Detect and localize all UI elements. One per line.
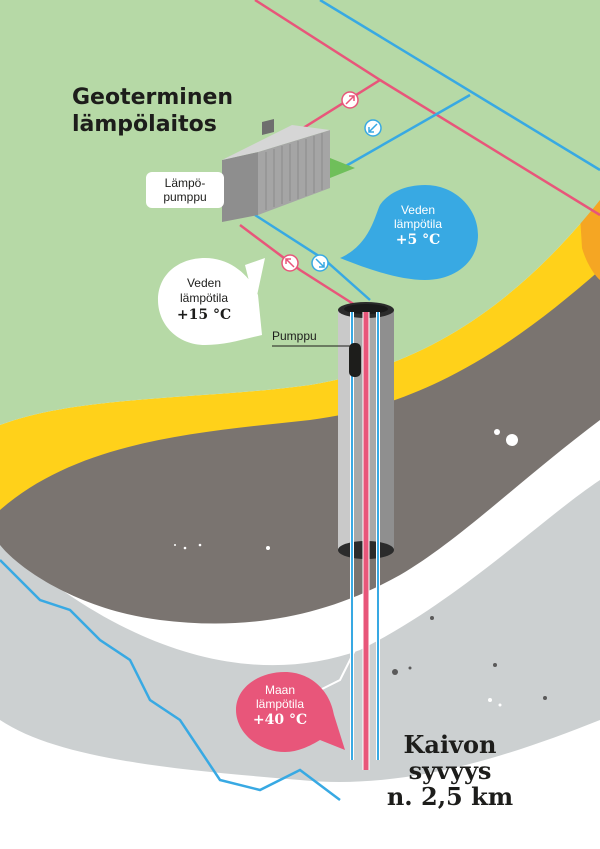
pump-label: Pumppu [272,329,317,343]
well-pipes [350,312,380,770]
cold-water-bubble [340,185,478,280]
heat-pump-label: Lämpö- pumppu [147,176,223,204]
heat-pump-label-line-2: pumppu [163,190,207,204]
well-depth-label: Kaivon syvyys n. 2,5 km [380,732,520,810]
arrow-in-icon [364,119,382,137]
depth-line-3: n. 2,5 km [386,782,514,811]
hot-pipe-line [379,78,600,217]
cold-pipe-line [319,0,600,172]
heat-glow [580,198,600,280]
sparkles [174,429,518,707]
cold-water-temperature: Veden lämpötila +5 °C [378,203,458,249]
ground-line-1: Maan [264,683,296,697]
ground-temperature-bubble [236,672,345,752]
ground-temp-value: +40 °C [252,712,308,728]
heat-plant-building [222,119,355,222]
hot-pipe-line [239,224,356,307]
arrow-out-icon [281,254,299,272]
ground-line-2: lämpötila [255,697,305,711]
cold-pipe-line [329,93,471,177]
rock-layer [0,260,600,624]
stones [392,616,547,700]
warm-water-temp-value: +15 °C [176,307,232,323]
cold-water-line-2: lämpötila [393,217,443,231]
arrow-out-icon [341,91,359,109]
depth-line-1: Kaivon [403,730,497,759]
bedrock-layer [0,480,600,782]
warm-water-temperature: Veden lämpötila +15 °C [164,276,244,324]
warm-water-line-2: lämpötila [179,291,229,305]
title-line-1: Geoterminen [72,85,234,110]
heat-pump-label-box [146,172,224,208]
title-line-2: lämpölaitos [72,112,217,137]
pump-device [349,343,361,377]
depth-line-2: syvyys [408,756,492,785]
fault-line-left [0,559,341,801]
pipe-network [239,0,600,307]
heat-pump-label-line-1: Lämpö- [164,176,206,190]
cold-water-line-1: Veden [400,203,436,217]
warm-water-bubble [158,258,265,345]
ground-temperature: Maan lämpötila +40 °C [240,683,320,729]
page-title: Geoterminen lämpölaitos [72,84,233,138]
cold-water-temp-value: +5 °C [395,232,441,248]
arrow-in-icon [311,254,329,272]
warm-water-line-1: Veden [186,276,222,290]
yellow-layer [0,200,600,510]
